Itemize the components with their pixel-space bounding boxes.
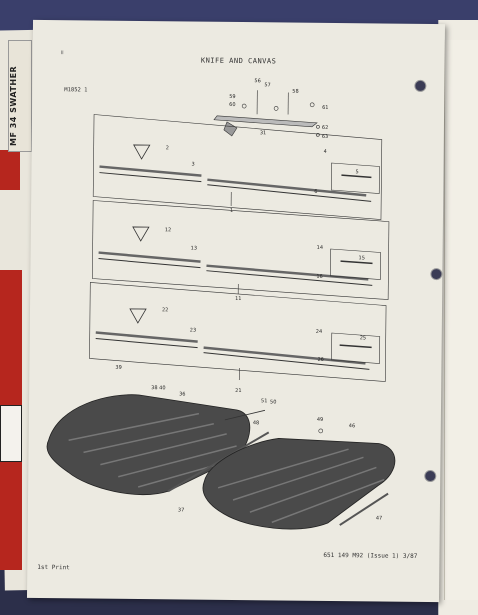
callout-23: 23 (190, 328, 196, 334)
right-page-edge (444, 40, 478, 600)
callout-14: 14 (317, 245, 323, 251)
knife-assembly-3 (89, 282, 387, 382)
callout-6: 6 (314, 189, 317, 195)
callout-1: 1 (230, 208, 233, 214)
callout-59: 59 (229, 94, 235, 100)
callout-58: 58 (292, 89, 298, 95)
binder-spine-label: MF 34 SWATHER (8, 40, 32, 152)
callout-51: 51 (261, 398, 267, 404)
footer-print-note: 1st Print (37, 563, 70, 572)
callout-50: 50 (270, 399, 276, 405)
callout-12: 12 (165, 227, 171, 233)
callout-56: 56 (254, 78, 260, 84)
callout-16: 16 (316, 274, 322, 280)
callout-26: 26 (317, 357, 323, 363)
callout-21: 21 (235, 388, 241, 394)
knife-assembly-1 (92, 114, 383, 220)
canvas-right (202, 409, 396, 530)
callout-3: 3 (191, 162, 194, 168)
callout-48: 48 (253, 420, 259, 426)
callout-22: 22 (162, 307, 168, 313)
callout-47: 47 (376, 515, 382, 521)
white-panel (0, 405, 22, 462)
callout-49: 49 (317, 417, 323, 423)
callout-24: 24 (316, 329, 322, 335)
callout-61: 61 (322, 105, 328, 111)
callout-36: 36 (179, 391, 185, 397)
callout-57: 57 (264, 82, 270, 88)
callout-40: 40 (159, 385, 165, 391)
callout-63: 63 (322, 134, 328, 140)
hardware-cluster (213, 90, 320, 137)
callout-31: 31 (260, 130, 266, 136)
callout-2: 2 (166, 145, 169, 151)
exploded-parts-diagram: 57 56 59 60 58 61 62 63 31 2 3 4 5 6 1 (46, 78, 396, 530)
parts-manual-page: II KNIFE AND CANVAS M1852 1 57 56 59 60 … (26, 19, 446, 603)
callout-38: 38 (151, 385, 157, 391)
red-stripe (0, 150, 20, 190)
callout-25: 25 (360, 335, 366, 341)
callout-37: 37 (178, 507, 184, 513)
callout-60: 60 (229, 102, 235, 108)
callout-39: 39 (115, 365, 121, 371)
callout-4: 4 (324, 149, 327, 155)
callout-62: 62 (322, 125, 328, 131)
spine-text: MF 34 SWATHER (9, 65, 18, 146)
callout-15: 15 (359, 255, 365, 261)
callout-13: 13 (191, 246, 197, 252)
callout-46: 46 (349, 423, 355, 429)
footer-part-number: 651 149 M92 (Issue 1) 3/87 (323, 551, 418, 560)
knife-assembly-2 (92, 200, 390, 300)
callout-5: 5 (355, 169, 358, 175)
callout-11: 11 (235, 296, 241, 302)
